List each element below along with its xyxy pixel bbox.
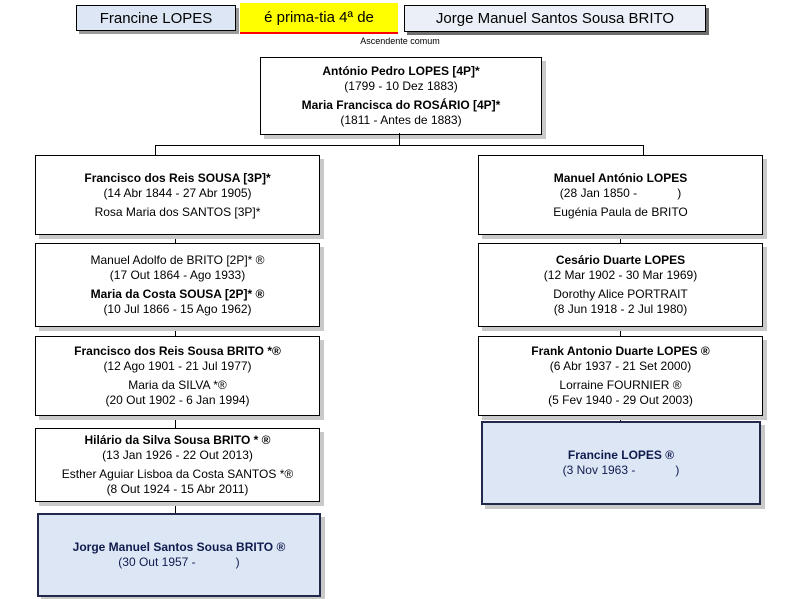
connector-line xyxy=(155,145,644,146)
person-name: Maria Francisca do ROSÁRIO [4P]* xyxy=(301,98,501,112)
connector-line xyxy=(643,145,644,155)
person-name: Francisco dos Reis SOUSA [3P]* xyxy=(84,170,271,185)
ancestor-couple-box[interactable]: António Pedro LOPES [4P]* (1799 - 10 Dez… xyxy=(260,57,542,135)
person-dates: (14 Abr 1844 - 27 Abr 1905) xyxy=(103,185,252,200)
connector-line xyxy=(620,414,621,421)
person-dates: (3 Nov 1963 - ) xyxy=(562,463,680,477)
person-a-name: Francine LOPES xyxy=(99,9,213,27)
person-name: Cesário Duarte LOPES xyxy=(555,253,686,267)
person-dates: (17 Out 1864 - Ago 1933) xyxy=(109,268,246,282)
person-name: Rosa Maria dos SANTOS [3P]* xyxy=(94,204,261,219)
connector-line xyxy=(175,233,176,243)
person-dates: (20 Out 1902 - 6 Jan 1994) xyxy=(105,393,250,407)
person-b-header-box[interactable]: Jorge Manuel Santos Sousa BRITO xyxy=(404,5,706,32)
person-name: Manuel Adolfo de BRITO [2P]* ® xyxy=(90,253,265,267)
left-subject-box[interactable]: Jorge Manuel Santos Sousa BRITO ® (30 Ou… xyxy=(37,513,321,597)
person-dates: (30 Out 1957 - ) xyxy=(118,555,240,569)
common-ancestor-label: Ascendente comum xyxy=(360,36,440,46)
person-dates: (12 Mar 1902 - 30 Mar 1969) xyxy=(543,268,698,282)
relationship-label-box: é prima-tia 4ª de xyxy=(240,3,398,34)
person-dates: (8 Out 1924 - 15 Abr 2011) xyxy=(106,482,249,496)
person-name: Lorraine FOURNIER ® xyxy=(559,378,682,392)
relationship-text: é prima-tia 4ª de xyxy=(264,9,374,26)
person-name: Jorge Manuel Santos Sousa BRITO ® xyxy=(72,540,286,554)
right-gen3-couple-box[interactable]: Frank Antonio Duarte LOPES ® (6 Abr 1937… xyxy=(478,336,763,416)
connector-line xyxy=(399,133,400,146)
person-name: António Pedro LOPES [4P]* xyxy=(322,64,480,78)
person-dates: (13 Jan 1926 - 22 Out 2013) xyxy=(102,448,253,462)
person-name: Manuel António LOPES xyxy=(553,170,688,185)
person-name: Frank Antonio Duarte LOPES ® xyxy=(531,344,710,358)
connector-line xyxy=(175,500,176,513)
left-gen1-couple-box[interactable]: Francisco dos Reis SOUSA [3P]* (14 Abr 1… xyxy=(35,155,320,235)
connector-line xyxy=(620,233,621,243)
person-dates: (1811 - Antes de 1883) xyxy=(340,113,462,127)
person-name: Maria da Costa SOUSA [2P]* ® xyxy=(90,287,265,301)
connector-line xyxy=(155,145,156,155)
person-name: Eugénia Paula de BRITO xyxy=(553,204,688,219)
person-name: Maria da SILVA *® xyxy=(128,378,227,392)
connector-line xyxy=(175,414,176,428)
right-gen1-couple-box[interactable]: Manuel António LOPES (28 Jan 1850 - ) Eu… xyxy=(478,155,763,235)
person-name: Francine LOPES ® xyxy=(567,448,675,462)
person-name: Esther Aguiar Lisboa da Costa SANTOS *® xyxy=(61,467,294,481)
person-dates: (12 Ago 1901 - 21 Jul 1977) xyxy=(103,359,252,373)
person-dates: (8 Jun 1918 - 2 Jul 1980) xyxy=(553,302,688,316)
connector-line xyxy=(175,325,176,336)
person-dates: (10 Jul 1866 - 15 Ago 1962) xyxy=(103,302,252,316)
person-dates: (28 Jan 1850 - ) xyxy=(559,185,682,200)
left-gen2-couple-box[interactable]: Manuel Adolfo de BRITO [2P]* ® (17 Out 1… xyxy=(35,243,320,327)
person-dates: (1799 - 10 Dez 1883) xyxy=(344,79,458,93)
right-gen2-couple-box[interactable]: Cesário Duarte LOPES (12 Mar 1902 - 30 M… xyxy=(478,243,763,327)
person-a-header-box[interactable]: Francine LOPES xyxy=(76,5,236,31)
left-gen4-couple-box[interactable]: Hilário da Silva Sousa BRITO * ® (13 Jan… xyxy=(35,428,320,502)
person-name: Hilário da Silva Sousa BRITO * ® xyxy=(84,433,271,447)
person-name: Dorothy Alice PORTRAIT xyxy=(553,287,688,301)
left-gen3-couple-box[interactable]: Francisco dos Reis Sousa BRITO *® (12 Ag… xyxy=(35,336,320,416)
person-name: Francisco dos Reis Sousa BRITO *® xyxy=(74,344,281,358)
person-dates: (5 Fev 1940 - 29 Out 2003) xyxy=(548,393,693,407)
person-dates: (6 Abr 1937 - 21 Set 2000) xyxy=(549,359,692,373)
person-b-name: Jorge Manuel Santos Sousa BRITO xyxy=(435,10,675,27)
connector-line xyxy=(620,325,621,336)
right-subject-box[interactable]: Francine LOPES ® (3 Nov 1963 - ) xyxy=(481,421,761,505)
